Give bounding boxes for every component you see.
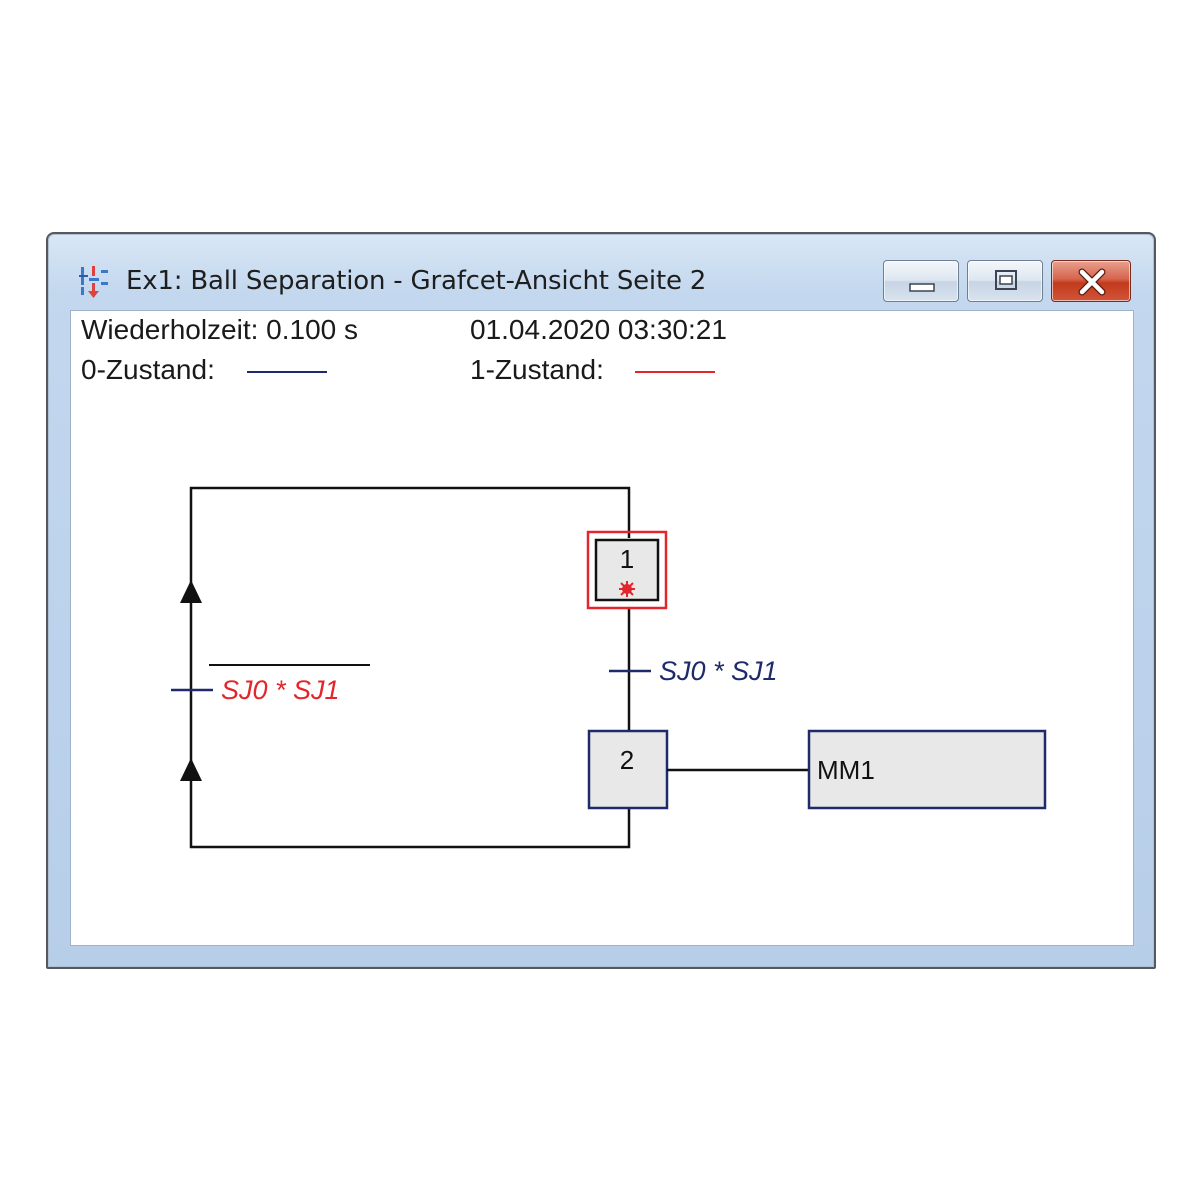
step-2[interactable]: 2	[587, 729, 669, 810]
return-link	[189, 486, 631, 849]
step-1[interactable]: 1	[594, 538, 660, 602]
close-icon	[1078, 268, 1106, 296]
minimize-icon	[909, 283, 935, 292]
grafcet-diagram: 1 SJ0 * SJ1 SJ0 * SJ1 2 MM	[171, 486, 1047, 849]
repeat-time: Wiederholzeit: 0.100 s	[81, 314, 359, 345]
minimize-button[interactable]	[883, 260, 959, 302]
grafcet-app-icon	[79, 266, 108, 298]
up-arrow-upper	[180, 580, 202, 603]
title-bar[interactable]: Ex1: Ball Separation - Grafcet-Ansicht S…	[48, 234, 1154, 312]
transition-1-condition: SJ0 * SJ1	[659, 656, 778, 686]
maximize-icon	[995, 270, 1017, 290]
transition-2-condition: SJ0 * SJ1	[221, 675, 340, 705]
state1-label: 1-Zustand:	[470, 354, 604, 385]
step-2-number: 2	[620, 745, 634, 775]
date-time: 01.04.2020 03:30:21	[470, 314, 727, 345]
step-1-active-frame	[586, 530, 668, 610]
action-mm1[interactable]: MM1	[807, 729, 1047, 810]
step-1-number: 1	[620, 544, 634, 574]
state0-label: 0-Zustand:	[81, 354, 215, 385]
window-title: Ex1: Ball Separation - Grafcet-Ansicht S…	[126, 266, 707, 296]
grafcet-view: Wiederholzeit: 0.100 s 01.04.2020 03:30:…	[70, 310, 1134, 946]
action-mm1-label: MM1	[817, 755, 875, 785]
state1-legend-line	[635, 371, 715, 373]
close-button[interactable]	[1051, 260, 1131, 302]
state0-legend-line	[247, 371, 327, 373]
up-arrow-lower	[180, 758, 202, 781]
maximize-button[interactable]	[967, 260, 1043, 302]
app-window: Ex1: Ball Separation - Grafcet-Ansicht S…	[46, 232, 1156, 969]
active-token-icon	[619, 581, 635, 597]
